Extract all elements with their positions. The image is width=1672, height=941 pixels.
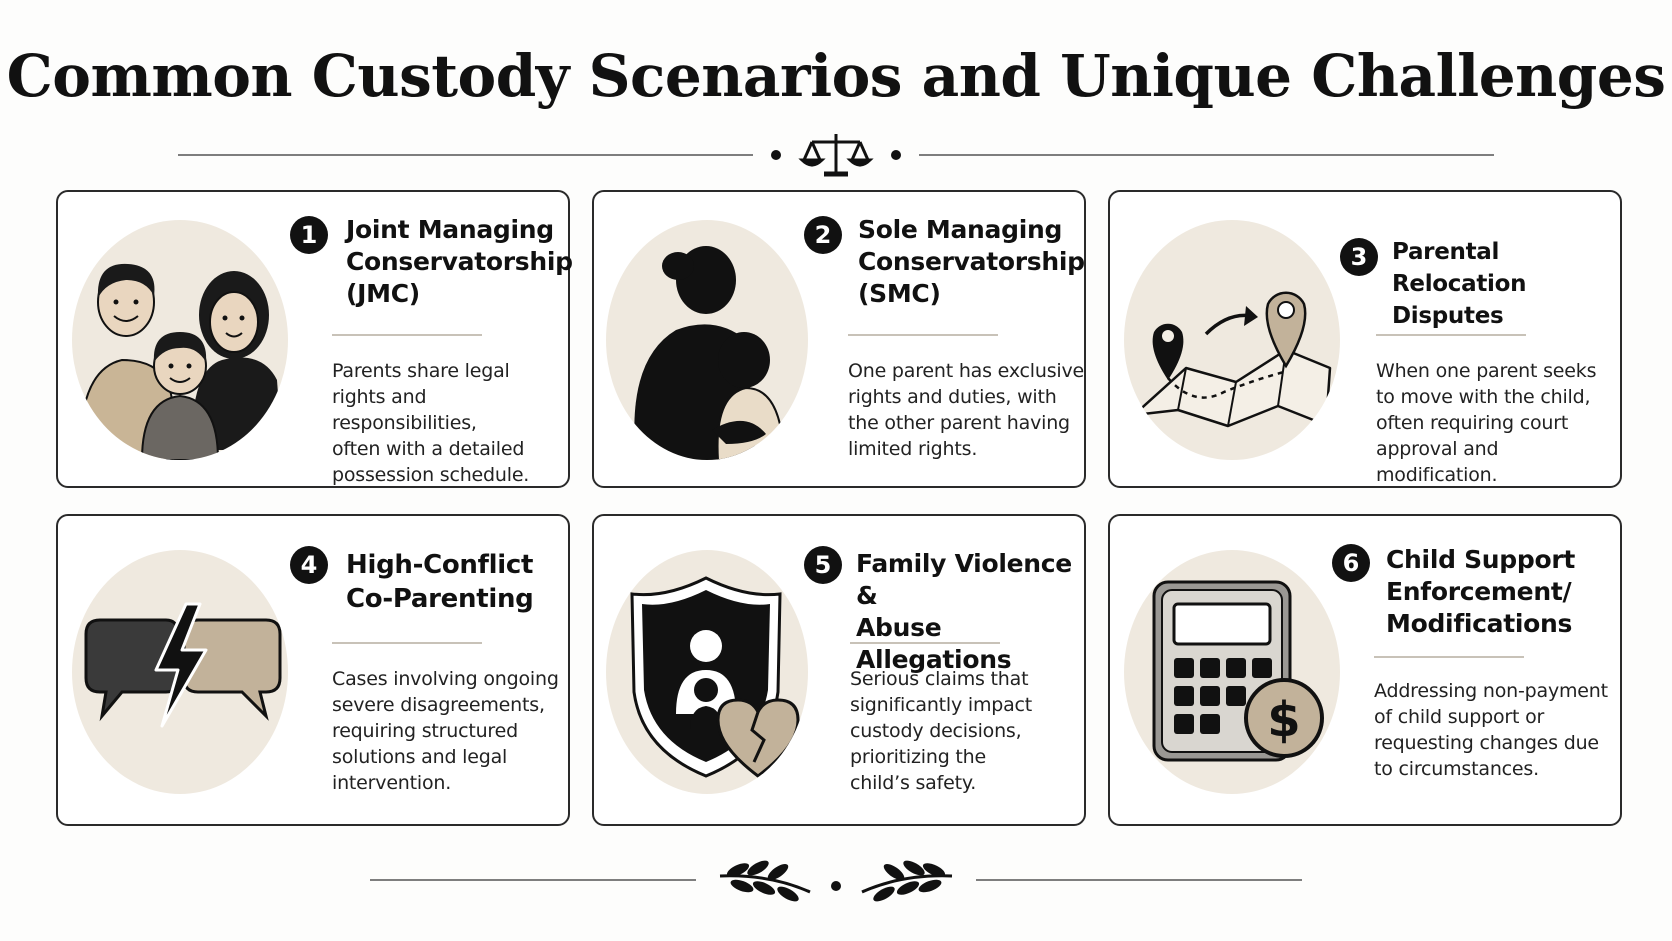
- conflict-illustration: [72, 550, 288, 794]
- card-description: One parent has exclusive rights and duti…: [848, 360, 1085, 460]
- title-divider: [1376, 334, 1526, 336]
- scenario-card-child-support: $ 6 Child Support Enforcement/ Modificat…: [1108, 514, 1622, 826]
- title-divider: [1374, 656, 1524, 658]
- laurel-right-icon: [861, 860, 953, 902]
- card-title: Sole Managing Conservatorship (SMC): [858, 215, 1085, 308]
- card-title: Child Support Enforcement/ Modifications: [1386, 545, 1576, 638]
- scenario-card-high-conflict: 4 High-Conflict Co-Parenting Cases invol…: [56, 514, 570, 826]
- conflict-speech-bubbles-icon: [84, 602, 282, 728]
- relocation-illustration: [1124, 220, 1340, 460]
- scenario-card-relocation: 3 Parental Relocation Disputes When one …: [1108, 190, 1622, 488]
- svg-text:$: $: [1267, 692, 1300, 748]
- card-description: Addressing non-payment of child support …: [1374, 680, 1608, 780]
- title-divider: [332, 642, 482, 644]
- card-number-badge: 1: [290, 216, 328, 254]
- title-divider: [850, 642, 1000, 644]
- card-number-badge: 4: [290, 546, 328, 584]
- page-title: Common Custody Scenarios and Unique Chal…: [6, 42, 1666, 110]
- card-number-badge: 6: [1332, 544, 1370, 582]
- card-number-badge: 3: [1340, 238, 1378, 276]
- family-icon: [78, 263, 282, 460]
- child-support-illustration: $: [1124, 550, 1340, 794]
- calculator-dollar-icon: $: [1152, 580, 1324, 762]
- card-number-badge: 2: [804, 216, 842, 254]
- card-number-badge: 5: [804, 546, 842, 584]
- card-title: Joint Managing Conservatorship (JMC): [346, 215, 573, 308]
- scenario-card-smc: 2 Sole Managing Conservatorship (SMC) On…: [592, 190, 1086, 488]
- scenario-card-family-violence: 5 Family Violence & Abuse Allegations Se…: [592, 514, 1086, 826]
- title-divider: [332, 334, 482, 336]
- protection-illustration: [606, 550, 808, 794]
- card-description: Serious claims that significantly impact…: [850, 668, 1033, 794]
- parent-child-illustration: [606, 220, 808, 460]
- map-relocation-icon: [1132, 291, 1332, 428]
- scenario-card-jmc: 1 Joint Managing Conservatorship (JMC) P…: [56, 190, 573, 488]
- shield-broken-heart-icon: [630, 576, 800, 778]
- title-divider: [848, 334, 998, 336]
- card-description: Parents share legal rights and responsib…: [332, 360, 530, 486]
- card-title: High-Conflict Co-Parenting: [346, 550, 534, 614]
- card-description: When one parent seeks to move with the c…: [1376, 360, 1597, 486]
- family-illustration: [72, 220, 288, 460]
- bottom-divider: [370, 860, 1302, 902]
- card-title: Family Violence & Abuse Allegations: [856, 549, 1072, 674]
- laurel-left-icon: [719, 860, 811, 902]
- top-divider: [178, 134, 1494, 177]
- parent-holding-child-icon: [634, 246, 786, 460]
- card-title: Parental Relocation Disputes: [1392, 239, 1527, 329]
- scales-of-justice-icon: [798, 134, 874, 177]
- card-description: Cases involving ongoing severe disagreem…: [332, 668, 559, 794]
